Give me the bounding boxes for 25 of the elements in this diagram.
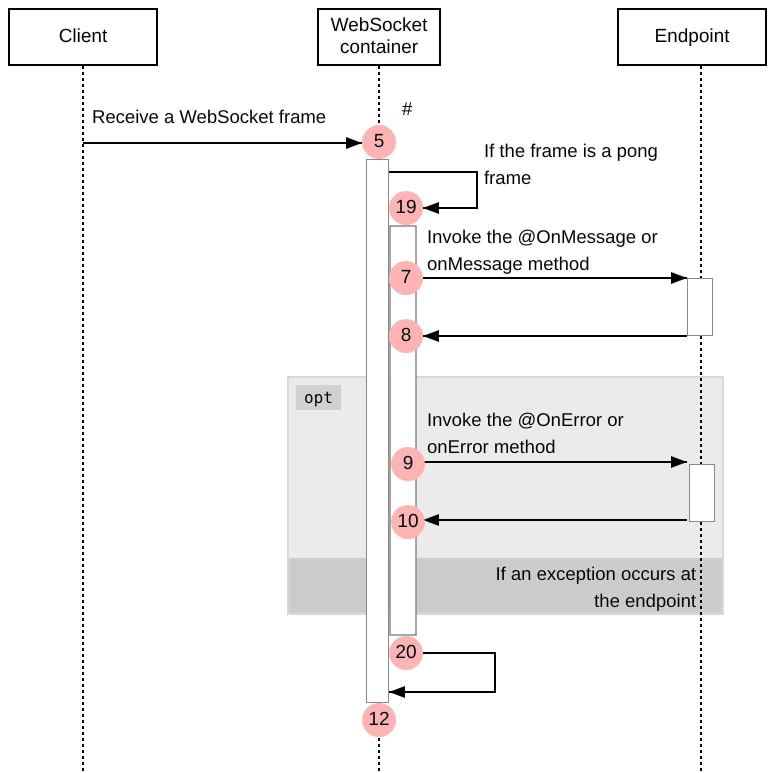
arrow	[389, 171, 478, 214]
message-label: Invoke the @OnMessage or onMessage method	[427, 225, 659, 276]
lifeline-head-box: Client	[8, 8, 158, 66]
activation-bar	[689, 464, 715, 522]
arrow	[423, 514, 687, 526]
step-number: 20	[389, 636, 423, 670]
step-number: 12	[362, 703, 396, 737]
arrow	[423, 456, 687, 468]
arrow	[423, 330, 687, 342]
message-label: Receive a WebSocket frame	[92, 105, 328, 129]
step-number: 8	[389, 319, 423, 353]
activation-bar	[366, 159, 389, 703]
step-number: 5	[362, 125, 396, 159]
arrow	[423, 272, 687, 284]
message-label: Invoke the @OnError or onError method	[427, 408, 625, 459]
lifeline-head-box: WebSocket container	[317, 8, 441, 66]
arrow	[83, 137, 362, 149]
lifeline-head-box: Endpoint	[617, 8, 767, 66]
note-mark: #	[402, 97, 412, 121]
activation-bar	[687, 278, 713, 336]
fragment-operator-label: opt	[296, 385, 341, 410]
step-number: 7	[389, 261, 423, 295]
arrow	[389, 652, 496, 698]
step-number: 19	[389, 191, 423, 225]
message-label: If the frame is a pong frame	[484, 139, 659, 190]
